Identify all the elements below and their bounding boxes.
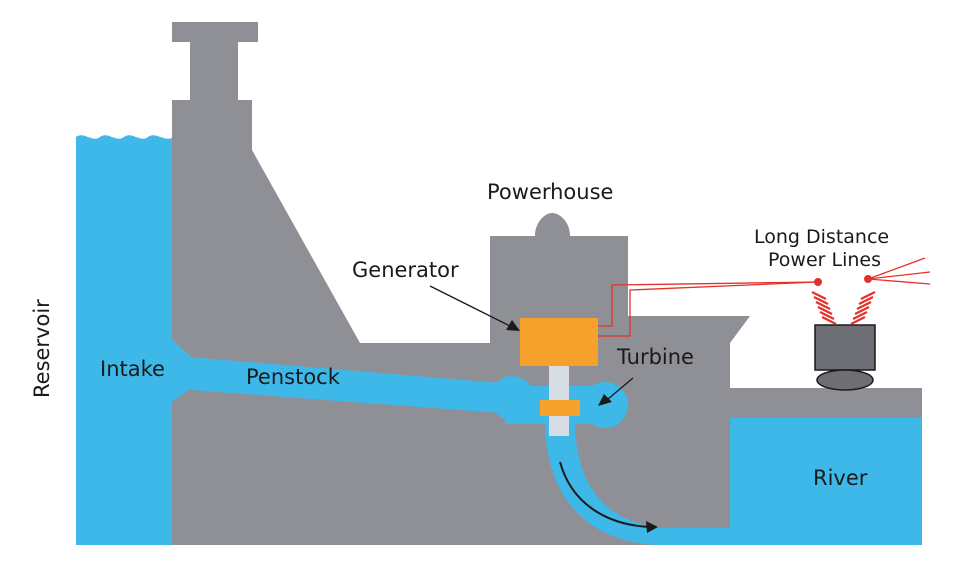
flow-arrow — [559, 461, 651, 528]
penstock-pipe — [190, 357, 500, 413]
river-label: River — [813, 466, 868, 490]
river-water — [730, 418, 922, 545]
generator-pointer-head — [506, 320, 520, 331]
reservoir-label: Reservoir — [30, 299, 54, 398]
generator-box — [520, 318, 598, 366]
flow-arrowhead — [646, 521, 658, 533]
power-wires — [598, 257, 931, 337]
intake-mouth — [172, 340, 195, 402]
turbine-runner — [540, 400, 580, 416]
penstock-label: Penstock — [246, 365, 340, 389]
generator-label: Generator — [352, 258, 459, 282]
turbine-pointer — [607, 377, 634, 400]
powerhouse-label: Powerhouse — [487, 180, 614, 204]
transformer-base — [816, 369, 874, 391]
power-lines-label-line1: Long Distance — [754, 226, 890, 248]
insulator-right-coil — [850, 291, 876, 325]
turbine-label: Turbine — [617, 345, 694, 369]
dam-body — [172, 22, 922, 545]
draft-tube — [545, 420, 730, 545]
generator-pointer — [429, 285, 511, 327]
intake-label: Intake — [100, 357, 165, 381]
power-lines-label-line2: Power Lines — [768, 249, 881, 271]
transformer-body — [814, 324, 876, 371]
turbine-pointer-head — [598, 394, 612, 406]
reservoir-water — [76, 135, 174, 545]
insulator-left-coil — [811, 291, 837, 325]
